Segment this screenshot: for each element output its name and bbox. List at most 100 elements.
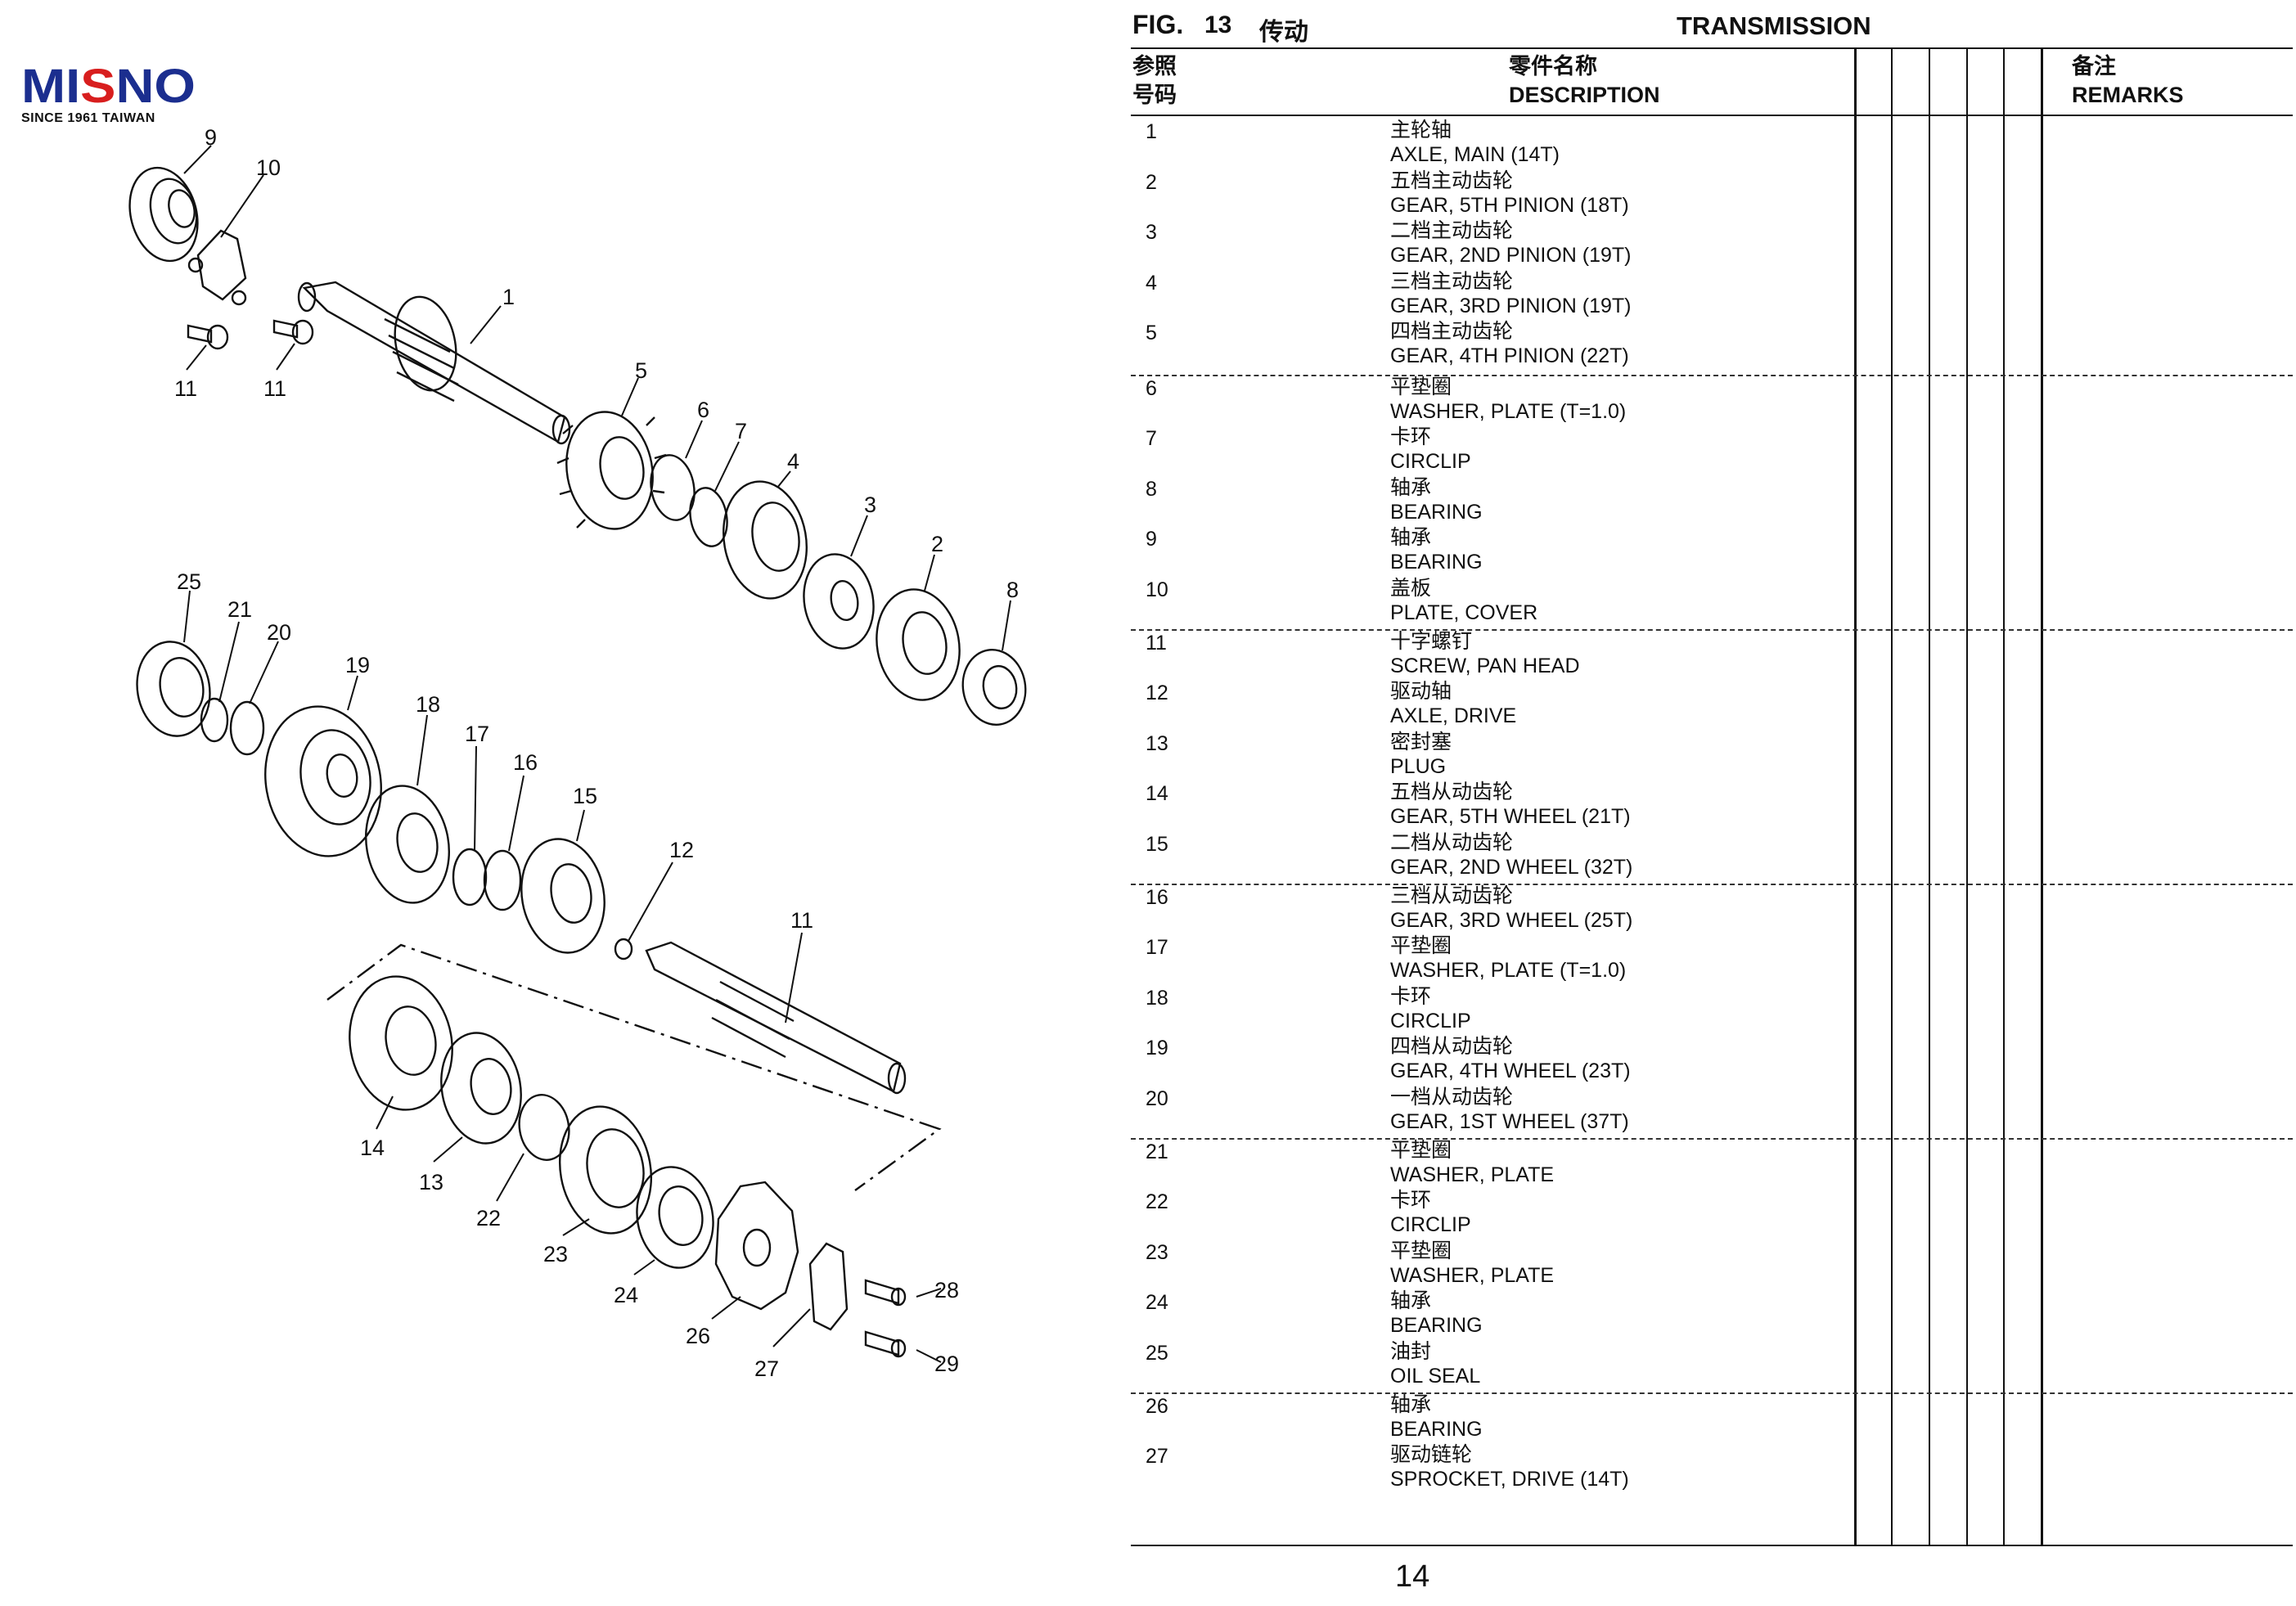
part-no: 27	[1146, 1445, 1168, 1468]
callout-8: 8	[1006, 578, 1019, 602]
part-no: 19	[1146, 1037, 1168, 1059]
callout-22: 21	[227, 597, 252, 622]
part-name-cn: 四档从动齿轮	[1390, 1035, 1514, 1058]
part-no: 20	[1146, 1087, 1168, 1110]
figure-title-cn: 传动	[1259, 19, 1308, 46]
part-name-en: WASHER, PLATE	[1390, 1163, 1555, 1186]
brand-logo: MISNO SINCE 1961 TAIWAN	[21, 63, 196, 126]
part-no: 17	[1146, 936, 1168, 959]
part-no: 1	[1146, 120, 1157, 143]
part-name-cn: 驱动轴	[1390, 680, 1452, 703]
part-no: 8	[1146, 478, 1157, 501]
part-name-cn: 五档主动齿轮	[1390, 169, 1514, 192]
part-name-en: CIRCLIP	[1390, 1213, 1471, 1236]
part-no: 2	[1146, 171, 1157, 194]
callout-18: 17	[465, 722, 489, 746]
part-no: 15	[1146, 833, 1168, 856]
part-name-en: GEAR, 2ND WHEEL (32T)	[1390, 856, 1633, 879]
part-name-en: GEAR, 1ST WHEEL (37T)	[1390, 1110, 1629, 1133]
part-no: 24	[1146, 1291, 1168, 1314]
col-rule-3	[1929, 47, 1930, 1546]
part-name-cn: 十字螺钉	[1390, 630, 1473, 653]
brand-tagline: SINCE 1961 TAIWAN	[21, 111, 155, 125]
table-top-rule	[1131, 47, 2293, 49]
col-ref-header: 参照 号码	[1132, 52, 1177, 110]
callout-3: 3	[864, 493, 876, 517]
callout-7: 7	[735, 419, 747, 443]
callout-labels: 9 10 11 11 1 5 6 7 4 3 2 8 25 21 20 19 1…	[174, 125, 1019, 1381]
col-rule-4	[1966, 47, 1968, 1546]
part-name-en: SCREW, PAN HEAD	[1390, 655, 1580, 677]
exploded-diagram: 9 10 11 11 1 5 6 7 4 3 2 8 25 21 20 19 1…	[0, 0, 1088, 1606]
part-name-cn: 油封	[1390, 1340, 1432, 1363]
part-no: 9	[1146, 528, 1157, 551]
figure-header: FIG. 13 传动 TRANSMISSION	[1132, 7, 2278, 46]
col-ref-en: 号码	[1132, 83, 1177, 107]
callout-13: 12	[669, 838, 694, 862]
col-rule-1	[1854, 47, 1857, 1546]
col-desc-header: 零件名称 DESCRIPTION	[1509, 52, 1660, 110]
part-name-en: GEAR, 2ND PINION (19T)	[1390, 244, 1632, 267]
part-name-en: BEARING	[1390, 551, 1483, 574]
part-no: 5	[1146, 322, 1157, 344]
part-name-cn: 轴承	[1390, 476, 1432, 499]
callout-19: 18	[416, 692, 440, 717]
part-name-en: CIRCLIP	[1390, 450, 1471, 473]
callout-6: 6	[697, 398, 709, 422]
group-separator	[1131, 375, 2293, 376]
part-no: 10	[1146, 578, 1168, 601]
part-name-cn: 轴承	[1390, 1289, 1432, 1312]
leader-lines	[183, 145, 1011, 1363]
part-name-en: WASHER, PLATE (T=1.0)	[1390, 959, 1627, 982]
part-name-cn: 卡环	[1390, 425, 1432, 448]
logo-part-mid: S	[80, 60, 116, 113]
part-name-cn: 五档从动齿轮	[1390, 781, 1514, 803]
part-name-cn: 平垫圈	[1390, 1139, 1452, 1162]
part-no: 22	[1146, 1190, 1168, 1213]
part-name-en: BEARING	[1390, 1418, 1483, 1441]
callout-25: 24	[614, 1283, 638, 1307]
part-no: 25	[1146, 1342, 1168, 1365]
callout-14: 13	[419, 1170, 443, 1194]
group-separator	[1131, 884, 2293, 885]
exploded-diagram-svg: 9 10 11 11 1 5 6 7 4 3 2 8 25 21 20 19 1…	[128, 125, 1027, 1381]
part-name-cn: 卡环	[1390, 1189, 1432, 1212]
part-no: 4	[1146, 272, 1157, 295]
callout-24: 23	[543, 1242, 568, 1266]
part-no: 23	[1146, 1241, 1168, 1264]
part-name-cn: 盖板	[1390, 577, 1432, 600]
part-name-en: BEARING	[1390, 1314, 1483, 1337]
col-desc-cn: 零件名称	[1509, 54, 1597, 79]
part-name-cn: 密封塞	[1390, 731, 1452, 754]
part-name-cn: 三档从动齿轮	[1390, 884, 1514, 907]
part-name-cn: 轴承	[1390, 1393, 1432, 1416]
part-no: 11	[1146, 632, 1167, 655]
col-remarks-cn: 备注	[2072, 54, 2116, 79]
callout-27: 26	[686, 1324, 710, 1348]
col-desc-en: DESCRIPTION	[1509, 83, 1660, 107]
part-name-en: GEAR, 3RD WHEEL (25T)	[1390, 909, 1633, 932]
part-name-cn: 主轮轴	[1390, 119, 1452, 142]
group-separator	[1131, 629, 2293, 631]
group-separator	[1131, 1138, 2293, 1140]
callout-11a: 11	[174, 376, 197, 401]
callout-21: 20	[267, 620, 291, 645]
part-no: 13	[1146, 732, 1168, 755]
part-no: 3	[1146, 221, 1157, 244]
part-name-cn: 二档主动齿轮	[1390, 219, 1514, 242]
part-no: 14	[1146, 782, 1168, 805]
col-remarks-en: REMARKS	[2072, 83, 2184, 107]
col-rule-6	[2041, 47, 2043, 1546]
